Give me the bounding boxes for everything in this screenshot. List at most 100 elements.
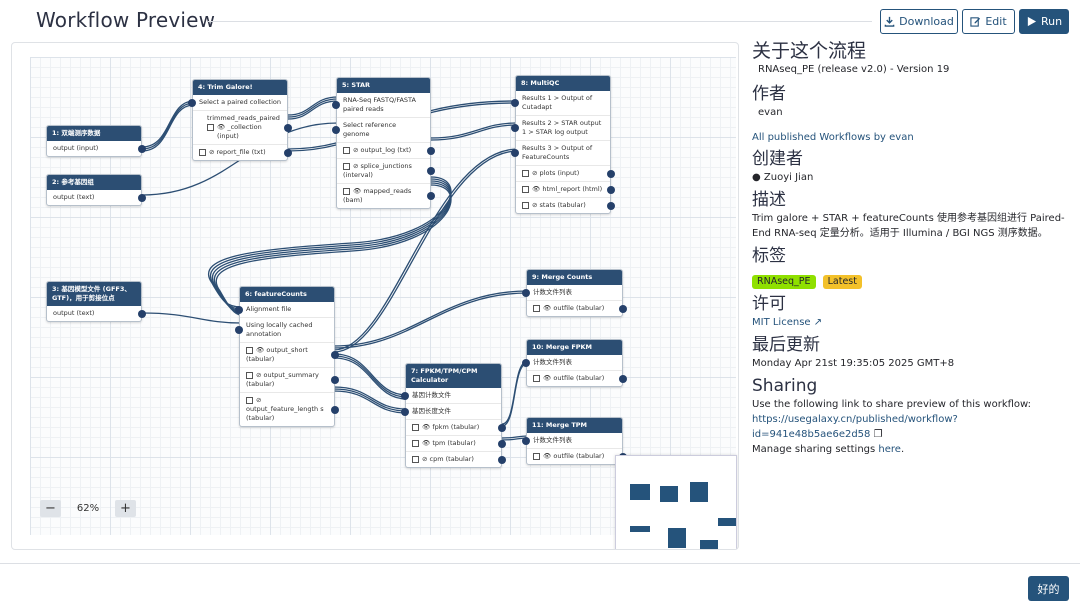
updated-date: Monday Apr 21st 19:35:05 2025 GMT+8 (752, 358, 955, 369)
output-port[interactable] (607, 185, 615, 194)
node-6-featurecounts[interactable]: 6: featureCounts Alignment file Using lo… (235, 286, 339, 427)
node-11-merge-tpm[interactable]: 11: Merge TPM 计数文件列表 👁 outfile (tabular) (522, 417, 627, 465)
checkbox[interactable] (533, 452, 540, 460)
checkbox[interactable] (343, 187, 350, 195)
minimap[interactable] (615, 455, 737, 549)
input-port[interactable] (401, 407, 409, 416)
input-port[interactable] (235, 305, 243, 314)
checkbox[interactable] (533, 304, 540, 312)
eye-slash-icon[interactable]: ⊘ (532, 169, 538, 177)
download-button[interactable]: Download (880, 9, 958, 34)
all-workflows-link[interactable]: All published Workflows by evan (752, 132, 914, 143)
share-url-link[interactable]: https://usegalaxy.cn/published/workflow?… (752, 414, 958, 440)
output-port[interactable] (138, 144, 146, 153)
about-heading: 关于这个流程 (752, 40, 867, 62)
node-2-title: 2: 参考基因组 (47, 175, 141, 190)
node-9-title: 9: Merge Counts (527, 270, 622, 285)
checkbox[interactable] (533, 374, 540, 382)
tag-badge[interactable]: Latest (822, 275, 862, 289)
output-port[interactable] (427, 192, 435, 200)
output-port[interactable] (284, 148, 292, 157)
workflow-name: RNAseq_PE (release v2.0) - Version 19 (758, 64, 950, 75)
edit-button[interactable]: Edit (962, 9, 1015, 34)
eye-slash-icon[interactable]: ⊘ (209, 148, 215, 156)
checkbox[interactable] (412, 439, 419, 447)
input-port[interactable] (332, 101, 340, 109)
input-port[interactable] (522, 358, 530, 367)
input-port[interactable] (522, 436, 530, 445)
checkbox[interactable] (412, 455, 419, 463)
node-6-title: 6: featureCounts (240, 287, 334, 302)
eye-slash-icon[interactable]: ⊘ (256, 396, 262, 404)
output-port[interactable] (498, 423, 506, 432)
output-port[interactable] (619, 374, 627, 383)
output-port[interactable] (138, 309, 146, 318)
checkbox[interactable] (522, 201, 529, 209)
copy-icon[interactable]: ❐ (873, 429, 883, 440)
node-4-trim-galore[interactable]: 4: Trim Galore! Select a paired collecti… (188, 79, 292, 161)
updated-heading: 最后更新 (752, 335, 820, 355)
checkbox[interactable] (246, 396, 253, 404)
eye-slash-icon[interactable]: ⊘ (422, 455, 428, 463)
output-port[interactable] (331, 376, 339, 384)
checkbox[interactable] (522, 185, 529, 193)
run-button[interactable]: Run (1019, 9, 1069, 34)
eye-icon[interactable]: 👁 (422, 439, 431, 447)
checkbox[interactable] (343, 162, 350, 170)
license-link[interactable]: MIT License (752, 317, 811, 328)
eye-icon[interactable]: 👁 (543, 452, 552, 460)
eye-icon[interactable]: 👁 (217, 123, 226, 131)
node-9-merge-counts[interactable]: 9: Merge Counts 计数文件列表 👁 outfile (tabula… (522, 269, 627, 317)
tag-badge[interactable]: RNAseq_PE (752, 275, 816, 289)
input-port[interactable] (511, 124, 519, 132)
output-port[interactable] (607, 169, 615, 178)
eye-icon[interactable]: 👁 (543, 304, 552, 312)
checkbox[interactable] (522, 169, 529, 177)
eye-slash-icon[interactable]: ⊘ (353, 162, 359, 170)
output-port[interactable] (607, 201, 615, 210)
node-1-input-dataset[interactable]: 1: 双端测序数据 output (input) (46, 125, 146, 157)
eye-icon[interactable]: 👁 (353, 187, 362, 195)
checkbox[interactable] (412, 423, 419, 431)
output-port[interactable] (427, 167, 435, 175)
output-port[interactable] (284, 123, 292, 132)
output-port[interactable] (427, 146, 435, 155)
eye-icon[interactable]: 👁 (543, 374, 552, 382)
eye-slash-icon[interactable]: ⊘ (256, 371, 262, 379)
input-port[interactable] (332, 126, 340, 134)
output-port[interactable] (331, 405, 339, 414)
checkbox[interactable] (199, 148, 206, 156)
input-port[interactable] (188, 98, 196, 107)
checkbox[interactable] (246, 346, 253, 354)
output-port[interactable] (619, 304, 627, 313)
node-5-title: 5: STAR (337, 78, 430, 93)
zoom-out-button[interactable]: − (40, 500, 61, 517)
output-port[interactable] (498, 455, 506, 464)
node-2-input-reference[interactable]: 2: 参考基因组 output (text) (46, 174, 146, 206)
checkbox[interactable] (343, 146, 350, 154)
node-10-merge-fpkm[interactable]: 10: Merge FPKM 计数文件列表 👁 outfile (tabular… (522, 339, 627, 387)
ok-button[interactable]: 好的 (1028, 576, 1069, 601)
checkbox[interactable] (246, 371, 253, 379)
eye-icon[interactable]: 👁 (532, 185, 541, 193)
output-port[interactable] (498, 439, 506, 448)
input-port[interactable] (511, 99, 519, 107)
eye-icon[interactable]: 👁 (422, 423, 431, 431)
node-7-fpkm-calculator[interactable]: 7: FPKM/TPM/CPM Calculator 基因计数文件 基因长度文件… (401, 363, 506, 468)
input-port[interactable] (522, 288, 530, 297)
manage-sharing-link[interactable]: here (878, 444, 901, 455)
checkbox[interactable] (207, 123, 214, 131)
workflow-canvas[interactable]: 1: 双端测序数据 output (input) 2: 参考基因组 output… (11, 42, 739, 550)
eye-slash-icon[interactable]: ⊘ (532, 201, 538, 209)
output-port[interactable] (331, 351, 339, 359)
eye-icon[interactable]: 👁 (256, 346, 265, 354)
node-5-star[interactable]: 5: STAR RNA-Seq FASTQ/FASTA paired reads… (332, 77, 435, 209)
output-port[interactable] (138, 193, 146, 202)
input-port[interactable] (511, 149, 519, 157)
eye-slash-icon[interactable]: ⊘ (353, 146, 359, 154)
zoom-in-button[interactable]: + (115, 500, 136, 517)
node-8-multiqc[interactable]: 8: MultiQC Results 1 > Output of Cutadap… (511, 75, 615, 214)
input-port[interactable] (401, 391, 409, 400)
input-port[interactable] (235, 326, 243, 334)
node-3-input-annotation[interactable]: 3: 基因模型文件 (GFF3、GTF)，用于剪接位点 output (text… (46, 281, 146, 322)
